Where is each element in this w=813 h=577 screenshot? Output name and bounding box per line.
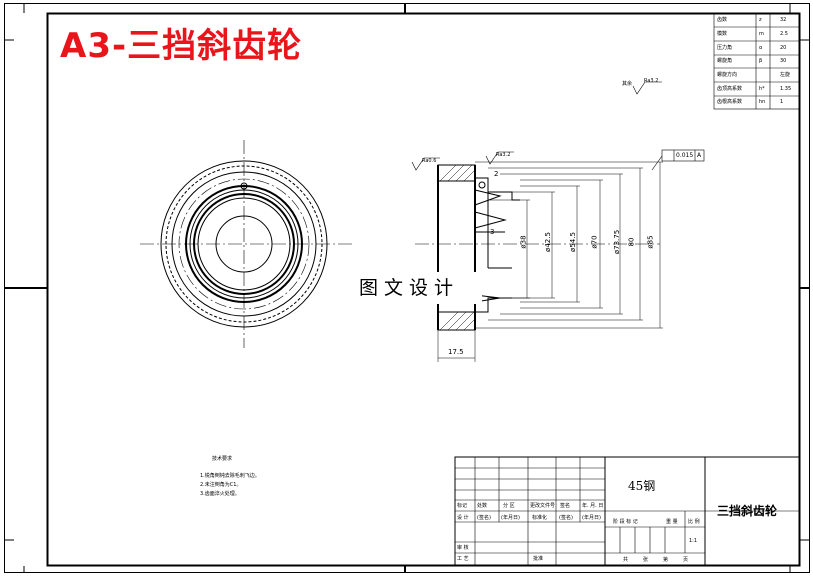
dim-d6: 80 [627, 237, 636, 247]
params-row: 齿根高系数 hn 1 [714, 96, 800, 109]
params-table-grid [713, 12, 801, 110]
tolerance-frame [651, 149, 705, 171]
params-row: 齿数 z 32 [714, 13, 800, 27]
param-symbol: β [759, 58, 763, 64]
params-row: 螺旋角 β 30 [714, 55, 800, 68]
params-table: 齿数 z 32 模数 m 2.5 压力角 α 20 螺旋角 β 30 螺旋方向 左旋齿顶高系数 h* 1.35… [714, 13, 800, 109]
dim-d5: ø73.75 [613, 229, 622, 255]
params-row: 齿顶高系数 h* 1.35 [714, 82, 800, 96]
params-row: 压力角 α 20 [714, 41, 800, 55]
tb-sheet-page: 页 [683, 557, 689, 563]
tolerance-datum: A [697, 152, 702, 159]
param-label: 螺旋方向 [717, 72, 738, 78]
param-value: 2.5 [780, 31, 788, 37]
params-row: 模数 m 2.5 [714, 27, 800, 41]
dim-d3: ø54.5 [568, 232, 577, 252]
param-value: 左旋 [780, 72, 791, 78]
param-value: 1 [780, 99, 784, 105]
param-symbol: z [759, 17, 762, 23]
tolerance-value: 0.015 [676, 152, 694, 159]
tb-row3-c0: 审 核 [457, 545, 469, 551]
tb-row2-c4: (签名) [559, 515, 573, 521]
tb-sheet-unit: 张 [643, 557, 649, 563]
material-label: 45钢 [628, 479, 656, 493]
tb-row2-c1: (签名) [477, 515, 491, 521]
param-value: 32 [780, 17, 787, 23]
tb-row1-c3: 更改文件号 [530, 503, 556, 509]
tech-item: 2.未注倒角为C1。 [200, 482, 242, 488]
tb-stage-label: 阶 段 标 记 [613, 519, 638, 525]
tb-row2-c2: (年月日) [501, 515, 520, 521]
tech-requirements-title: 技术要求 [212, 456, 233, 462]
drawing-title: A3-三挡斜齿轮 [60, 26, 303, 66]
dim-small-3: 3 [490, 228, 495, 236]
title-block-grid [454, 456, 801, 566]
scale-value: 1:1 [689, 538, 698, 544]
param-label: 模数 [717, 31, 728, 37]
tb-sheet-total: 共 [623, 557, 629, 563]
param-label: 齿数 [717, 17, 728, 23]
dim-d1: ø38 [519, 235, 528, 249]
roughness-left-label: Ra0.6 [422, 158, 437, 164]
tb-row4-c0: 工 艺 [457, 556, 469, 562]
part-name: 三挡斜齿轮 [717, 504, 778, 518]
tb-row1-c2: 分 区 [503, 503, 515, 509]
param-label: 螺旋角 [717, 58, 733, 64]
param-symbol: α [759, 45, 763, 51]
tb-row2-c3: 标准化 [532, 515, 548, 521]
param-symbol: hn [759, 99, 766, 105]
dimension-lines [437, 161, 663, 362]
tech-item: 1.锐角倒钝去除毛刺飞边。 [200, 473, 260, 479]
tb-weight-label: 重 量 [666, 519, 678, 525]
gear-section-view [415, 164, 660, 331]
tb-row1-c4: 签名 [560, 503, 571, 509]
tb-row4-c1: 批准 [533, 556, 544, 562]
dim-d7: ø85 [646, 235, 655, 249]
gear-front-view [140, 140, 355, 348]
tb-row1-c5: 年. 月. 日 [582, 503, 604, 509]
dim-d2: ø42.5 [543, 232, 552, 252]
param-value: 20 [780, 45, 787, 51]
roughness-rest-label: Ra3.2 [644, 78, 659, 84]
dim-small-2: 2 [494, 170, 499, 178]
param-label: 齿顶高系数 [717, 86, 743, 92]
param-value: 30 [780, 58, 787, 64]
tb-row2-c5: (年月日) [582, 515, 601, 521]
tb-row1-c1: 处数 [477, 503, 488, 509]
dim-width: 17.5 [448, 348, 464, 356]
param-symbol: h* [759, 86, 765, 92]
dim-d4: ø70 [590, 235, 599, 249]
param-label: 齿根高系数 [717, 99, 743, 105]
param-value: 1.35 [780, 86, 792, 92]
tb-scale-label: 比 例 [688, 519, 700, 525]
roughness-top-label: Ra3.2 [496, 152, 511, 158]
param-symbol: m [759, 31, 764, 37]
tb-row2-c0: 设 计 [457, 515, 469, 521]
watermark: 图文设计 [336, 272, 482, 304]
roughness-symbols [411, 81, 662, 171]
surface-note: 其余 [622, 81, 633, 87]
inner-frame [46, 12, 801, 567]
tech-item: 3.齿面淬火处理。 [200, 491, 240, 497]
tb-row1-c0: 标记 [457, 503, 468, 509]
param-label: 压力角 [717, 45, 733, 51]
tb-sheet-no: 第 [663, 557, 669, 563]
params-row: 螺旋方向 左旋 [714, 68, 800, 82]
tech-requirements: 技术要求 1.锐角倒钝去除毛刺飞边。 2.未注倒角为C1。 3.齿面淬火处理。 [200, 455, 260, 499]
